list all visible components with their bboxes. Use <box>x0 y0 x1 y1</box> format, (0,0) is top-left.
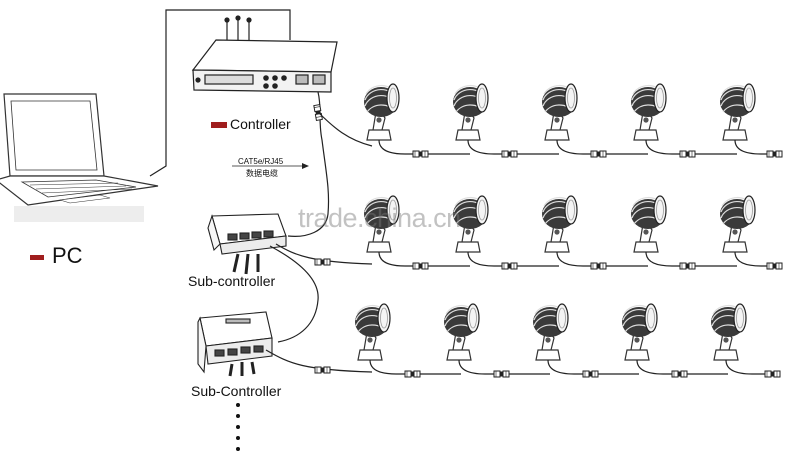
connector-icon <box>679 262 696 270</box>
connector-icon <box>766 262 783 270</box>
pc-cable <box>149 9 291 177</box>
connector-icon <box>582 370 599 378</box>
marker-bar <box>30 254 44 260</box>
sub-controller-icon <box>197 311 273 377</box>
controller-label: Controller <box>211 116 291 132</box>
spotlight-icon <box>630 83 673 155</box>
connector-icon <box>412 150 429 158</box>
connector-icon <box>493 370 510 378</box>
spotlight-icon <box>443 303 486 375</box>
pc-label: PC <box>30 243 83 269</box>
watermark: trade.china.cn <box>298 203 461 233</box>
laptop-icon <box>0 93 159 206</box>
fixture-row-2 <box>275 195 783 270</box>
sub-controller-icon <box>207 213 287 275</box>
connector-icon <box>314 258 331 266</box>
spotlight-icon <box>719 195 762 267</box>
cable-type-label: CAT5e/RJ45 <box>238 157 284 166</box>
sub-controller-2-label: Sub-Controller <box>191 383 282 399</box>
spotlight-icon <box>630 195 673 267</box>
controller-label-text: Controller <box>230 116 291 132</box>
continuation-dots-icon <box>236 403 240 451</box>
fixture-row-3 <box>265 303 781 378</box>
connector-icon <box>764 370 781 378</box>
spotlight-icon <box>354 303 397 375</box>
spotlight-icon <box>541 83 584 155</box>
connector-icon <box>679 150 696 158</box>
pc-label-text: PC <box>52 243 83 268</box>
connector-icon <box>412 262 429 270</box>
spotlight-icon <box>621 303 664 375</box>
spotlight-icon <box>541 195 584 267</box>
spotlight-icon <box>719 83 762 155</box>
fixture-row-1 <box>317 83 783 158</box>
marker-bar <box>211 122 227 129</box>
sub-controller-1-label: Sub-controller <box>188 273 276 289</box>
connector-icon <box>671 370 688 378</box>
connector-icon <box>404 370 421 378</box>
connector-icon <box>590 150 607 158</box>
spotlight-icon <box>532 303 575 375</box>
cable-type-cn-label: 数据电缆 <box>246 169 278 178</box>
connector-icon <box>501 150 518 158</box>
connector-icon <box>766 150 783 158</box>
connector-icon <box>590 262 607 270</box>
connector-icon <box>314 366 331 374</box>
spotlight-icon <box>452 83 495 155</box>
spotlight-icon <box>363 83 406 155</box>
controller-icon <box>191 15 338 93</box>
connector-icon <box>501 262 518 270</box>
spotlight-icon <box>710 303 753 375</box>
